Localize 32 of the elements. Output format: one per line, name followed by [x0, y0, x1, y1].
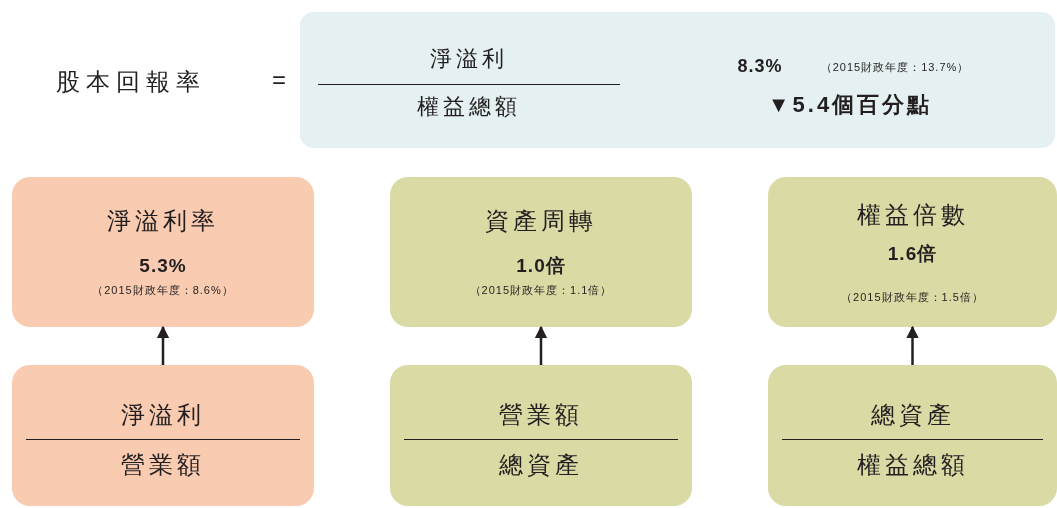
- ratio-box: [12, 177, 314, 327]
- value-text: 1.6倍: [886, 243, 939, 266]
- metric-label: 股本回報率: [56, 67, 206, 97]
- note-text: （2015財政年度：13.7%）: [819, 61, 971, 75]
- value-text: 1.0倍: [515, 255, 567, 278]
- heading-text: 權益倍數: [855, 201, 970, 230]
- heading-text: 營業額: [498, 401, 584, 430]
- note-text: （2015財政年度：8.6%）: [91, 284, 235, 298]
- formula-panel: [300, 12, 1055, 148]
- note-text: （2015財政年度：1.5倍）: [840, 291, 985, 305]
- heading-text: 資產周轉: [484, 207, 598, 236]
- arrow: [906, 325, 919, 365]
- ratio-box: [768, 177, 1057, 327]
- fraction-box: [768, 365, 1057, 506]
- equals-sign: =: [272, 66, 292, 94]
- arrow: [534, 325, 548, 365]
- heading-text: 淨溢利率: [106, 207, 220, 236]
- value-text: 8.3%: [736, 56, 784, 78]
- heading-text: 總資產: [498, 451, 584, 480]
- heading-text: 營業額: [120, 451, 206, 480]
- value-text: 5.3%: [138, 255, 188, 278]
- fraction-box: [12, 365, 314, 506]
- heading-text: 總資產: [869, 401, 956, 430]
- heading-text: 淨溢利: [429, 46, 509, 73]
- heading-text: 淨溢利: [120, 401, 206, 430]
- heading-text: 權益總額: [855, 451, 970, 480]
- note-text: （2015財政年度：1.1倍）: [468, 284, 614, 298]
- arrow: [156, 325, 170, 365]
- ratio-box: [390, 177, 692, 327]
- value-text: ▼5.4個百分點: [766, 92, 934, 119]
- fraction-box: [390, 365, 692, 506]
- heading-text: 權益總額: [416, 94, 522, 121]
